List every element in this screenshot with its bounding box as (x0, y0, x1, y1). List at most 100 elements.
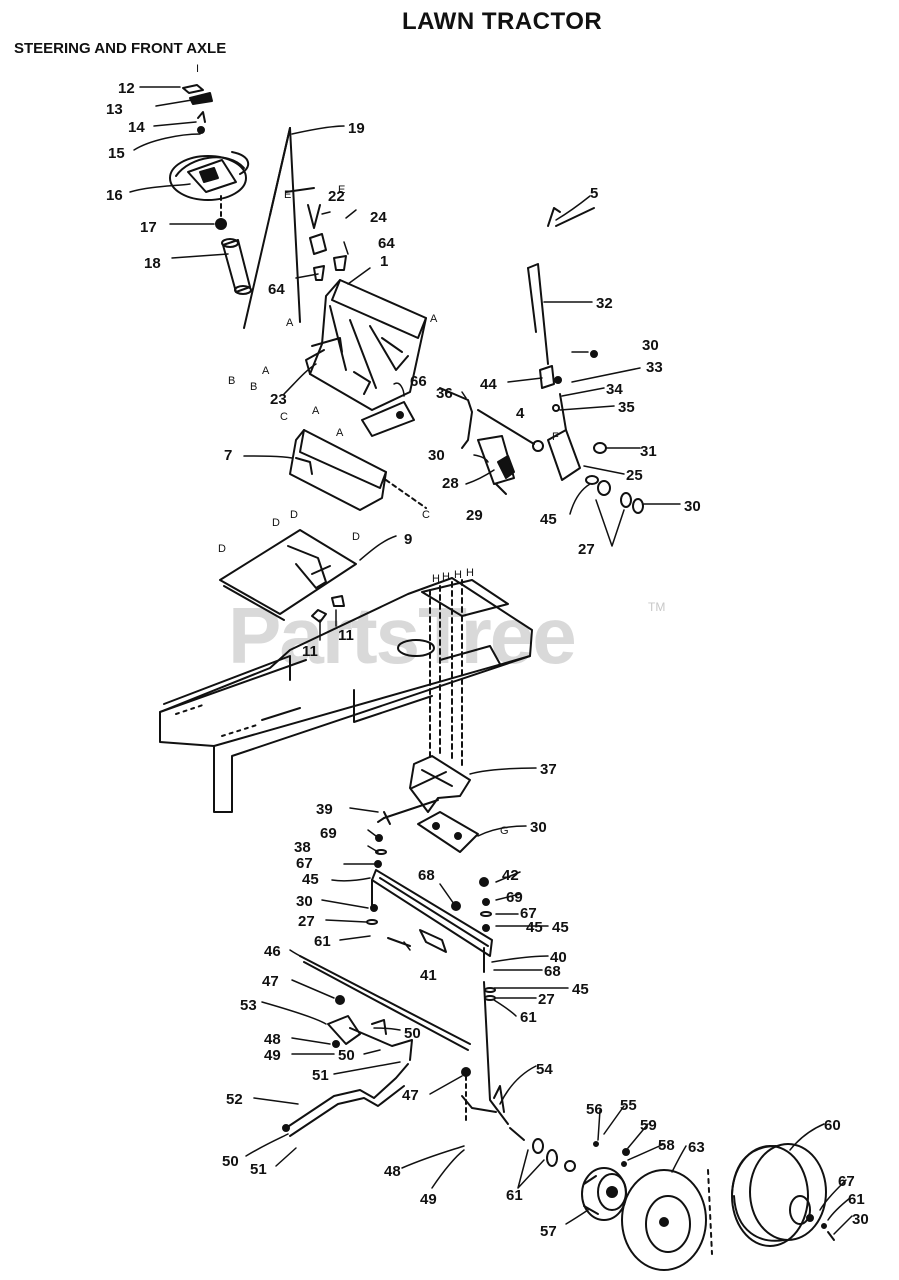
callout-number: 28 (442, 475, 459, 492)
callout-number: 61 (520, 1009, 537, 1026)
wheel-rim-part (621, 1169, 713, 1271)
callout-number: 50 (404, 1025, 421, 1042)
callout-number: 63 (688, 1139, 705, 1156)
callout-number: 49 (264, 1047, 281, 1064)
mounting-plate-part (219, 529, 357, 621)
callout-number: 14 (128, 119, 145, 136)
callout-number: 45 (552, 919, 569, 936)
callout-number: 18 (144, 255, 161, 272)
reference-letter: A (262, 365, 270, 377)
callout-number: 30 (852, 1211, 869, 1228)
callout-number: 59 (640, 1117, 657, 1134)
drag-link-part (299, 955, 471, 1051)
callout-number: 67 (296, 855, 313, 872)
callout-number: 9 (404, 531, 412, 548)
reference-letter: C (280, 411, 288, 423)
axle-support-bracket-part (409, 579, 471, 813)
callout-number: 27 (298, 913, 315, 930)
callout-number: 56 (586, 1101, 603, 1118)
callout-number: 31 (640, 443, 657, 460)
callout-number: 68 (544, 963, 561, 980)
callout-number: 41 (420, 967, 437, 984)
front-axle-part (371, 869, 493, 973)
reference-letter: F (552, 431, 559, 443)
page-title: LAWN TRACTOR (402, 8, 603, 35)
reference-letter: B (228, 375, 235, 387)
rod-link-part (439, 387, 535, 449)
watermark-trademark: TM (648, 600, 666, 614)
control-lever-part (527, 263, 555, 389)
callout-number: 69 (320, 825, 337, 842)
callout-number: 19 (348, 120, 365, 137)
reference-letter: H (432, 573, 440, 585)
callout-number: 60 (824, 1117, 841, 1134)
callout-number: 45 (572, 981, 589, 998)
callout-number: 24 (370, 209, 387, 226)
callout-number: 53 (240, 997, 257, 1014)
callout-number: 40 (550, 949, 567, 966)
callout-number: 68 (418, 867, 435, 884)
front-tire-part (731, 1143, 835, 1247)
callout-number: 61 (314, 933, 331, 950)
callout-number: 30 (428, 447, 445, 464)
steering-bushing-part (215, 195, 227, 230)
callout-number: 39 (316, 801, 333, 818)
steering-cap-part (182, 84, 213, 134)
callout-number: 12 (118, 80, 135, 97)
callout-number: 61 (506, 1187, 523, 1204)
spacer-parts (311, 595, 345, 623)
callout-number: 52 (226, 1091, 243, 1108)
wheel-bearing-part (581, 1167, 627, 1221)
steering-wheel-part (169, 151, 250, 201)
callout-number: 29 (466, 507, 483, 524)
callout-number: 51 (312, 1067, 329, 1084)
callout-number: 32 (596, 295, 613, 312)
callout-number: 48 (384, 1163, 401, 1180)
rod-bracket-part (477, 435, 515, 495)
callout-number: 50 (338, 1047, 355, 1064)
reference-letter: E (284, 189, 291, 201)
reference-letter: E (338, 184, 345, 196)
steering-arm-part (327, 1015, 413, 1061)
callout-number: 33 (646, 359, 663, 376)
reference-letter: I (196, 63, 199, 75)
right-small-parts (554, 350, 644, 514)
callout-number: 7 (224, 447, 232, 464)
pin-part (547, 207, 595, 227)
callout-number: 69 (506, 889, 523, 906)
reference-letter: D (290, 509, 298, 521)
callout-number: 45 (526, 919, 543, 936)
callout-number: 27 (578, 541, 595, 558)
reference-letter: D (218, 543, 226, 555)
callout-number: 48 (264, 1031, 281, 1048)
callout-number: 37 (540, 761, 557, 778)
dash-console-part (305, 279, 427, 411)
reference-letter: D (272, 517, 280, 529)
callout-number: 42 (502, 867, 519, 884)
callout-number: 45 (302, 871, 319, 888)
tie-rod-part (282, 1063, 409, 1137)
callout-number: 13 (106, 101, 123, 118)
reference-letter: A (312, 405, 320, 417)
lever-bracket-part (532, 393, 581, 481)
callout-number: 30 (296, 893, 313, 910)
reference-letter: A (430, 313, 438, 325)
section-title: STEERING AND FRONT AXLE (14, 40, 227, 57)
callout-number: 30 (684, 498, 701, 515)
panel-plate-part (361, 401, 415, 437)
callout-number: 22 (328, 188, 345, 205)
callout-number: 47 (402, 1087, 419, 1104)
callout-number: 23 (270, 391, 287, 408)
callout-number: 15 (108, 145, 125, 162)
reference-letter: A (336, 427, 344, 439)
callout-number: 27 (538, 991, 555, 1008)
reference-letter: A (286, 317, 294, 329)
callout-number: 57 (540, 1223, 557, 1240)
callout-number: 58 (658, 1137, 675, 1154)
callout-number: 30 (530, 819, 547, 836)
callout-leader-lines (129, 86, 853, 1235)
callout-number: 47 (262, 973, 279, 990)
